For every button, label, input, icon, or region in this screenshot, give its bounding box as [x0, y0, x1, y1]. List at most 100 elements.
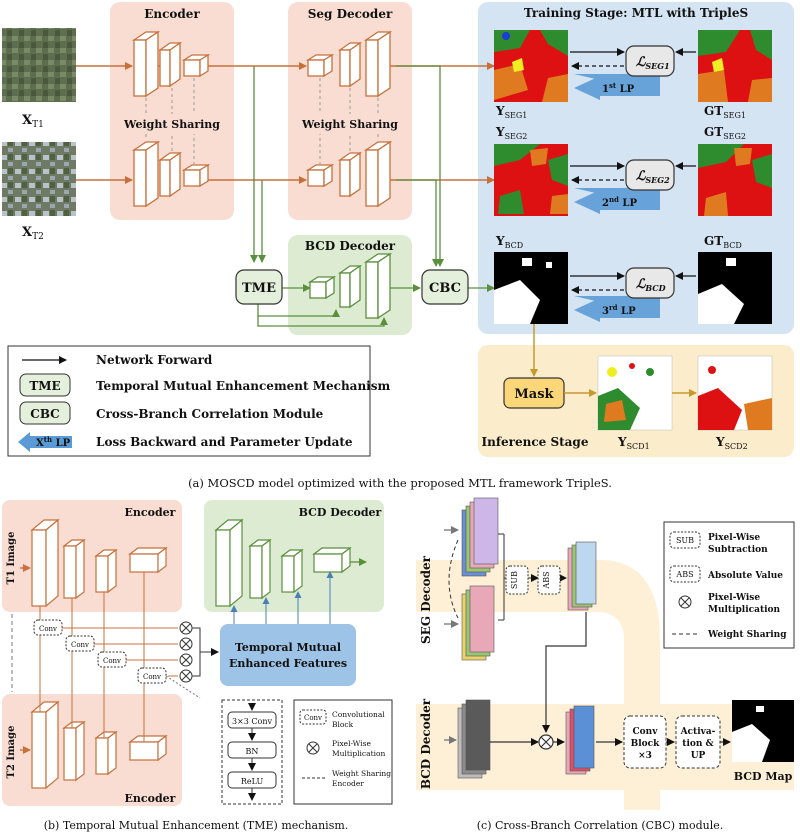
label-y-seg2: YSEG2 — [495, 125, 527, 141]
panel-c: SEG Decoder BCD Decoder SUB ABS — [416, 497, 795, 832]
gt-seg2 — [698, 144, 772, 216]
conv-label-4: Conv — [143, 673, 161, 681]
loss-bcd-box: ℒBCD — [625, 267, 675, 299]
seg-features-bottom — [461, 585, 495, 661]
output-y-seg1 — [494, 30, 568, 102]
lp-arrow-2: 2nd LP — [574, 176, 660, 214]
conv-block-x3 — [623, 715, 667, 769]
legend-tme-desc: Temporal Mutual Enhancement Mechanism — [96, 379, 390, 393]
legend-c-abs-desc: Absolute Value — [707, 571, 783, 581]
encoder-t2-blocks — [131, 140, 211, 208]
label-xt1: XT1 — [22, 113, 44, 130]
tmef-line2: Enhanced Features — [229, 657, 347, 670]
conv-block-line3: ×3 — [638, 751, 652, 761]
conv-boxes — [33, 619, 167, 684]
encoder-b-bottom-blocks — [30, 700, 168, 790]
label-y-scd1: YSCD1 — [617, 435, 650, 451]
act-line3: UP — [691, 751, 706, 761]
image-xt1 — [2, 28, 76, 102]
act-line2: tion & — [682, 739, 713, 749]
legend-c-mult-desc-1: Pixel-Wise — [708, 593, 760, 603]
mask-label: Mask — [514, 387, 554, 402]
cbc-label: CBC — [429, 281, 461, 296]
output-y-seg2 — [494, 144, 568, 216]
svg-text:3rd LP: 3rd LP — [602, 303, 636, 317]
sub-label: SUB — [510, 571, 519, 589]
seg-features-top — [461, 497, 499, 577]
legend-b-mult-desc-1: Pixel-Wise — [332, 739, 371, 748]
inference-title: Inference Stage — [482, 435, 589, 449]
legend-b-ws-desc-1: Weight Sharing — [332, 769, 391, 778]
bcd-decoder-b-blocks — [214, 518, 352, 608]
image-xt2 — [2, 142, 76, 216]
label-y-bcd: YBCD — [495, 234, 523, 250]
legend-c-sub-key: SUB — [676, 536, 694, 545]
label-gt-seg2: GTSEG2 — [704, 125, 746, 141]
encoder-bottom-title: Encoder — [125, 792, 176, 805]
legend-b-mult-desc-2: Multiplication — [332, 749, 386, 758]
legend-c-abs-key: ABS — [675, 570, 693, 579]
legend-b-conv-key: Conv — [304, 714, 322, 722]
lp-arrow-1: 1st LP — [574, 62, 660, 100]
conv-label-1: Conv — [39, 625, 57, 633]
panel-a: Encoder Seg Decoder Training Stage: MTL … — [2, 2, 794, 490]
label-y-scd2: YSCD2 — [715, 435, 748, 451]
caption-a: (a) MOSCD model optimized with the propo… — [188, 476, 612, 490]
bcd-map-label: BCD Map — [734, 770, 793, 783]
legend-lp-desc: Loss Backward and Parameter Update — [96, 435, 353, 449]
training-title: Training Stage: MTL with TripleS — [524, 6, 748, 20]
svg-text:1st LP: 1st LP — [602, 81, 635, 95]
label-y-seg1: YSEG1 — [495, 104, 527, 120]
fused-features — [565, 705, 595, 775]
act-line1: Activa- — [680, 727, 716, 737]
bcd-decoder-title: BCD Decoder — [305, 239, 396, 253]
label-gt-seg1: GTSEG1 — [704, 104, 746, 120]
seg-decoder-title: Seg Decoder — [308, 7, 393, 21]
conv-block-line2: Block — [631, 739, 661, 749]
sub-box — [505, 565, 529, 595]
seg-diff-features — [567, 541, 597, 611]
bcd-features — [457, 699, 491, 779]
bcd-decoder-title-b: BCD Decoder — [299, 506, 382, 519]
legend-cbc-key: CBC — [30, 407, 59, 421]
stack-conv: 3×3 Conv — [232, 717, 273, 726]
tme-box — [235, 269, 283, 305]
cbc-box — [421, 269, 469, 305]
tme-label: TME — [242, 281, 276, 296]
conv-label-3: Conv — [103, 657, 121, 665]
legend-c-mult-desc-2: Multiplication — [708, 605, 781, 615]
legend-cbc-desc: Cross-Branch Correlation Module — [96, 407, 324, 421]
legend-tme-key: TME — [29, 379, 60, 393]
caption-b: (b) Temporal Mutual Enhancement (TME) me… — [44, 819, 349, 832]
stack-relu: ReLU — [241, 777, 264, 786]
bcd-decoder-blocks — [307, 252, 393, 320]
tmef-box — [220, 624, 356, 686]
label-gt-bcd: GTBCD — [704, 234, 742, 250]
tmef-line1: Temporal Mutual — [235, 641, 341, 654]
legend-b-conv-desc-1: Convolutional — [332, 710, 385, 719]
legend-b-ws-desc-2: Encoder — [332, 779, 364, 788]
bcd-map — [732, 700, 794, 762]
label-xt2: XT2 — [22, 225, 44, 242]
loss-seg2-box: ℒSEG2 — [625, 159, 675, 191]
conv-label-2: Conv — [71, 641, 89, 649]
encoder-b-top-blocks — [30, 518, 168, 608]
encoder-title: Encoder — [144, 7, 200, 21]
stack-bn: BN — [246, 747, 259, 756]
caption-c: (c) Cross-Branch Correlation (CBC) modul… — [477, 819, 723, 832]
seg-decoder-t1-blocks — [305, 30, 393, 98]
svg-text:2nd LP: 2nd LP — [602, 195, 637, 209]
gt-bcd — [698, 252, 772, 324]
loss-seg1-box: ℒSEG1 — [625, 45, 675, 77]
legend-c-sub-desc-1: Pixel-Wise — [708, 533, 760, 543]
output-y-scd2 — [697, 355, 773, 431]
output-y-scd1 — [597, 355, 673, 431]
lp-arrow-3: 3rd LP — [574, 284, 660, 322]
panel-b: Encoder Encoder BCD Decoder T1 Image T2 … — [2, 500, 393, 832]
abs-label: ABS — [542, 571, 551, 589]
legend-c-sub-desc-2: Subtraction — [708, 545, 768, 555]
legend-lp-key: Xth LP — [36, 435, 71, 449]
encoder-top-title: Encoder — [125, 506, 176, 519]
encoder-t1-blocks — [131, 30, 211, 98]
